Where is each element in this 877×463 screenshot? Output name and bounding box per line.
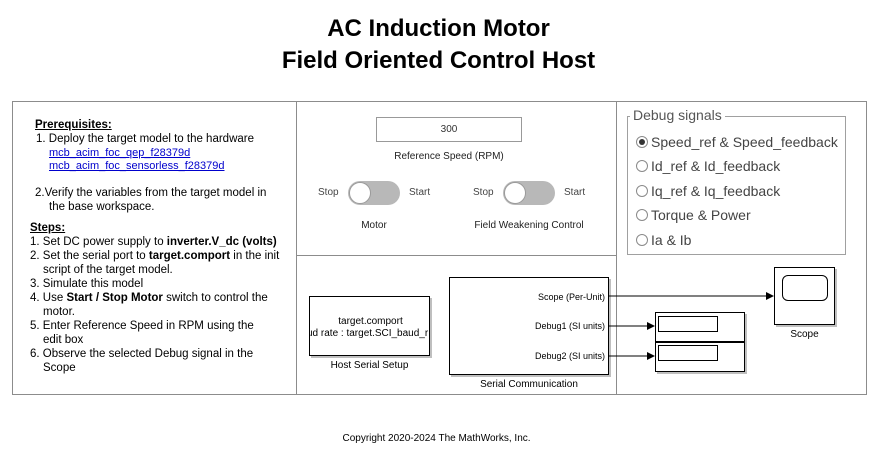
port-debug1: Debug1 (SI units) <box>534 321 605 331</box>
host-serial-setup-block[interactable]: target.comport ud rate : target.SCI_baud… <box>309 296 430 356</box>
radio-label-speed: Speed_ref & Speed_feedback <box>651 134 838 150</box>
debug1-display-block[interactable] <box>655 312 745 342</box>
radio-button[interactable] <box>636 136 648 148</box>
motor-switch-knob[interactable] <box>349 182 371 204</box>
debug2-arrowhead <box>647 352 655 360</box>
debug-signals-group <box>627 116 846 255</box>
fw-start-label: Start <box>564 187 586 198</box>
scope-icon <box>782 275 828 301</box>
debug2-display-block[interactable] <box>655 342 745 372</box>
step-4-line-2: motor. <box>43 306 75 318</box>
serial-setup-comport: target.comport <box>338 316 403 327</box>
scope-caption: Scope <box>790 329 819 340</box>
scope-block[interactable] <box>774 267 835 325</box>
reference-speed-label: Reference Speed (RPM) <box>394 151 504 162</box>
step-2-line-2: script of the target model. <box>43 264 173 276</box>
fw-stop-label: Stop <box>473 187 494 198</box>
title-line-2: Field Oriented Control Host <box>281 47 596 74</box>
port-scope-per-unit: Scope (Per-Unit) <box>537 292 605 302</box>
serial-setup-baud: ud rate : target.SCI_baud_r <box>309 328 429 339</box>
debug1-display-field <box>658 316 718 332</box>
field-weakening-switch[interactable] <box>503 181 555 205</box>
serial-communication-block[interactable]: Scope (Per-Unit) Debug1 (SI units) Debug… <box>449 277 609 375</box>
fw-switch-knob[interactable] <box>504 182 526 204</box>
debug2-display-field <box>658 345 718 361</box>
radio-button[interactable] <box>636 209 648 221</box>
step-3: 3. Simulate this model <box>30 278 144 290</box>
step-6-line-2: Scope <box>43 362 76 374</box>
host-serial-setup-caption: Host Serial Setup <box>330 360 409 371</box>
step-4: 4. Use Start / Stop Motor switch to cont… <box>30 292 268 304</box>
radio-label-iq: Iq_ref & Iq_feedback <box>651 183 781 199</box>
field-weakening-caption: Field Weakening Control <box>474 220 584 231</box>
debug-signals-legend: Debug signals <box>630 107 725 123</box>
step-1: 1. Set DC power supply to inverter.V_dc … <box>30 236 277 248</box>
prereq-step-2-line-1: 2.Verify the variables from the target m… <box>35 187 267 199</box>
debug1-arrowhead <box>647 322 655 330</box>
scope-arrowhead <box>766 292 774 300</box>
target-model-link-qep[interactable]: mcb_acim_foc_qep_f28379d <box>49 147 191 159</box>
title-line-1: AC Induction Motor <box>327 15 550 42</box>
prereq-step-1: 1. Deploy the target model to the hardwa… <box>36 133 254 145</box>
step-5-line-2: edit box <box>43 334 84 346</box>
prerequisites-heading: Prerequisites: <box>35 119 112 131</box>
motor-start-stop-switch[interactable] <box>348 181 400 205</box>
reference-speed-input[interactable]: 300 <box>376 117 522 142</box>
target-model-link-sensorless[interactable]: mcb_acim_foc_sensorless_f28379d <box>49 160 225 172</box>
serial-communication-caption: Serial Communication <box>480 379 578 390</box>
radio-button[interactable] <box>636 160 648 172</box>
radio-label-id: Id_ref & Id_feedback <box>651 158 781 174</box>
radio-label-currents: Ia & Ib <box>651 232 692 248</box>
radio-button[interactable] <box>636 234 648 246</box>
motor-stop-label: Stop <box>318 187 339 198</box>
prereq-step-2-line-2: the base workspace. <box>49 201 155 213</box>
radio-button[interactable] <box>636 185 648 197</box>
step-6: 6. Observe the selected Debug signal in … <box>30 348 254 360</box>
port-debug2: Debug2 (SI units) <box>534 351 605 361</box>
step-5: 5. Enter Reference Speed in RPM using th… <box>30 320 254 332</box>
step-2: 2. Set the serial port to target.comport… <box>30 250 280 262</box>
copyright-text: Copyright 2020-2024 The MathWorks, Inc. <box>342 433 531 444</box>
steps-heading: Steps: <box>30 222 66 234</box>
radio-label-torque: Torque & Power <box>651 207 751 223</box>
motor-switch-caption: Motor <box>361 220 387 231</box>
motor-start-label: Start <box>409 187 431 198</box>
debug-panel <box>616 101 867 395</box>
